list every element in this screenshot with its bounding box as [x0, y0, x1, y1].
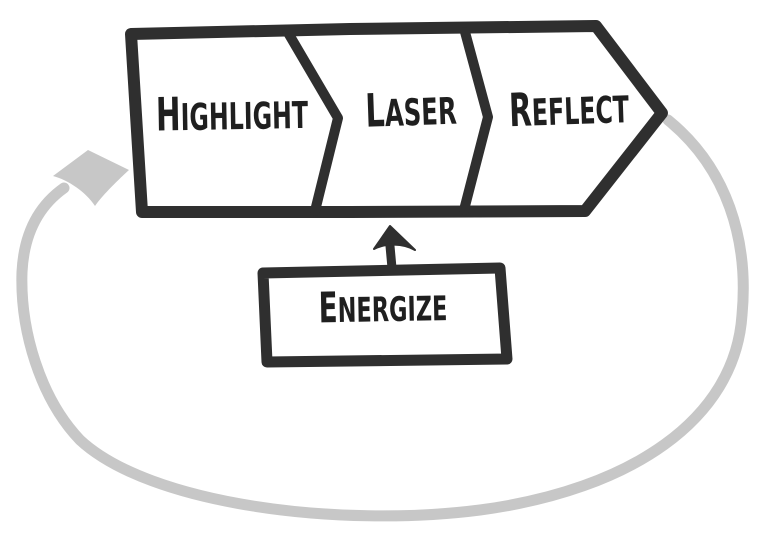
- stage-label-reflect: REFLECT: [508, 82, 630, 138]
- up-arrow-icon: [385, 241, 397, 273]
- stage-label-highlight: HIGHLIGHT: [155, 87, 309, 142]
- up-arrow-head-icon: [373, 225, 416, 251]
- energize-label: ENERGIZE: [318, 283, 448, 333]
- stage-divider-2: [459, 27, 493, 215]
- stage-label-laser: LASER: [364, 83, 458, 138]
- stage-divider-1: [282, 26, 343, 216]
- process-chevron-bar: [125, 20, 668, 218]
- loop-arrow-icon: [16, 114, 749, 522]
- energize-box: [257, 262, 513, 368]
- loop-arrowhead-icon: [53, 150, 129, 206]
